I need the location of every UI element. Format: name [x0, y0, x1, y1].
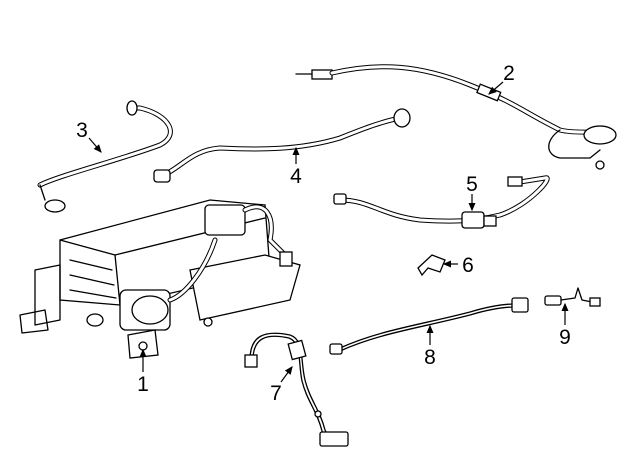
- part-4-tube: [153, 108, 411, 183]
- part-6-bracket: [417, 254, 446, 277]
- callout-6: 6: [462, 254, 474, 277]
- callout-3: 3: [76, 119, 88, 142]
- callout-7: 7: [270, 382, 282, 405]
- callout-2: 2: [503, 62, 515, 85]
- callouts: 1 2 3 4 5 6 7 8 9: [76, 62, 571, 405]
- callout-4: 4: [290, 165, 302, 188]
- part-5-purge-valve-line: [333, 175, 550, 229]
- callout-5: 5: [466, 173, 478, 196]
- part-7-wire-harness: [244, 332, 349, 447]
- part-8-wire-harness: [329, 297, 529, 355]
- part-3-hose: [37, 100, 173, 213]
- callout-9: 9: [559, 326, 571, 349]
- leader-lines: [88, 81, 569, 383]
- part-2-vent-tube: [295, 64, 617, 170]
- callout-8: 8: [424, 346, 436, 369]
- part-9-sensor: [544, 287, 601, 307]
- part-1-canister-assembly: [19, 199, 301, 359]
- callout-1: 1: [137, 373, 149, 396]
